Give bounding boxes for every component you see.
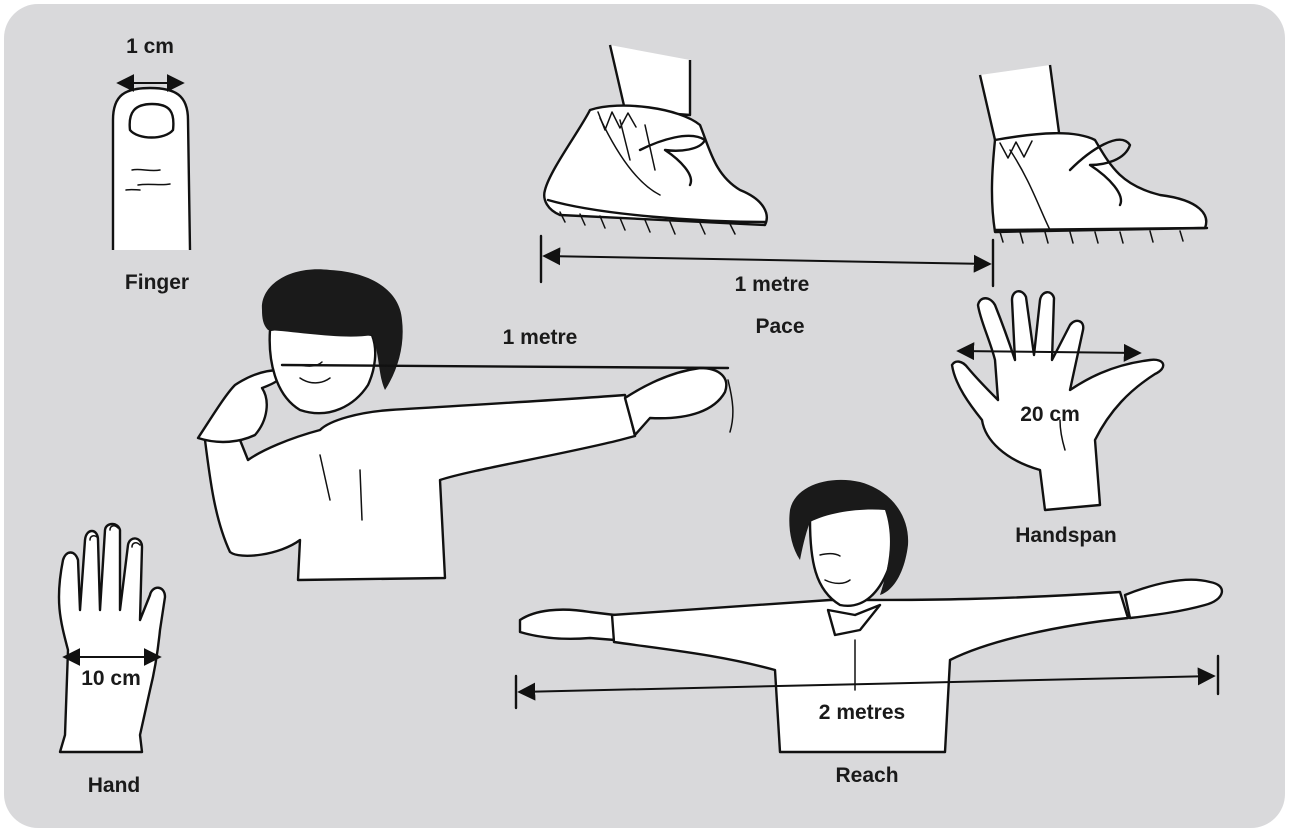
finger-label: Finger xyxy=(125,271,189,295)
reach-label: Reach xyxy=(835,764,898,788)
boy-nose-to-fingertip-illustration xyxy=(198,269,733,580)
finger-measure-label: 1 cm xyxy=(126,35,174,59)
nose-measure-label: 1 metre xyxy=(503,326,578,350)
hand-measure-label: 10 cm xyxy=(81,667,141,691)
pace-measure-label: 1 metre xyxy=(735,273,810,297)
handspan-measure-label: 20 cm xyxy=(1020,403,1080,427)
pace-arrow xyxy=(544,256,990,264)
handspan-label: Handspan xyxy=(1015,524,1117,548)
pace-label: Pace xyxy=(755,315,804,339)
left-shoe-illustration xyxy=(544,45,767,234)
handspan-illustration xyxy=(952,291,1163,510)
handspan-arrow xyxy=(958,351,1140,353)
hand-label: Hand xyxy=(88,774,141,798)
reach-measure-label: 2 metres xyxy=(819,701,905,725)
finger-illustration xyxy=(113,88,190,250)
right-shoe-illustration xyxy=(980,65,1207,243)
hand-illustration xyxy=(59,524,165,752)
